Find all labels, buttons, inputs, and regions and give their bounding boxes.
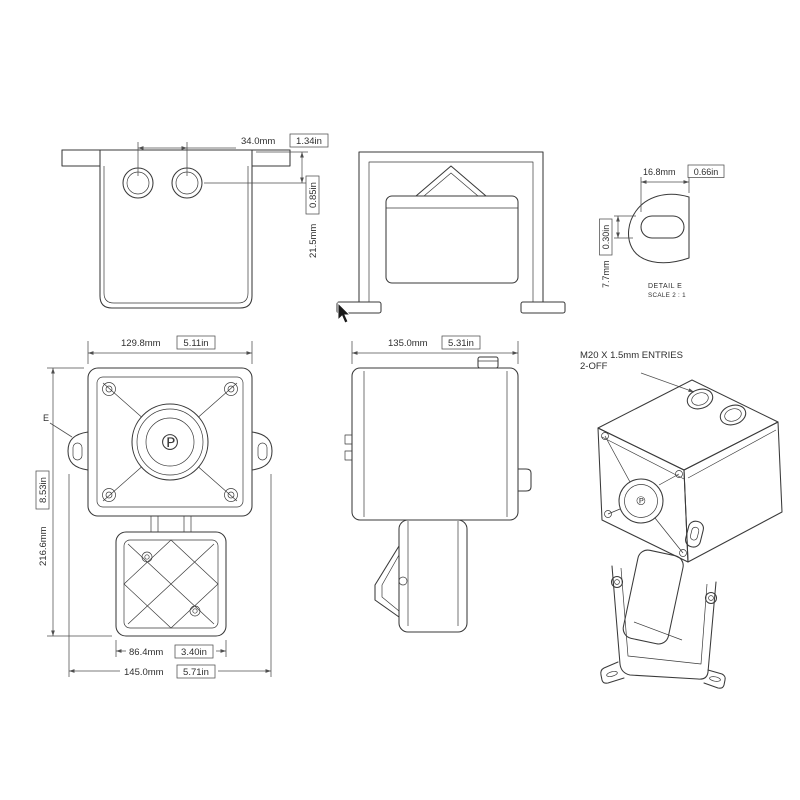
lens-clip (344, 450, 353, 461)
dim-mm-label: 129.8mm (121, 338, 161, 349)
dim-overall-height: 216.6mm 8.53in (35, 367, 112, 637)
detail-ref-label: E (43, 413, 49, 423)
detail-scale: SCALE 2 : 1 (648, 292, 686, 299)
dim-inch-label: 1.34in (296, 136, 322, 147)
dim-depth: 135.0mm 5.31in (351, 335, 519, 364)
rear-view (336, 151, 566, 314)
lens-screws (102, 382, 238, 502)
dim-overall-width: 145.0mm 5.71in (68, 474, 272, 679)
cable-gland-side (477, 356, 499, 369)
e2s-logo-mark: ℗ (635, 494, 647, 508)
dim-tab-width: 16.8mm 0.66in (640, 164, 725, 212)
dim-mm-label: 86.4mm (129, 647, 163, 658)
dim-body-width: 129.8mm 5.11in (87, 335, 253, 364)
dim-inch-box (441, 335, 481, 350)
dim-mm-label: 16.8mm (643, 167, 676, 177)
mounting-tab-right (251, 431, 273, 471)
unit-body-rear (385, 165, 519, 284)
dim-inch-box (176, 664, 216, 679)
isometric-view: M20 X 1.5mm ENTRIES 2-OFF ℗ (580, 350, 783, 689)
dim-inch-box (35, 470, 50, 510)
top-view-outline (61, 149, 291, 309)
mounting-tab-side (517, 468, 532, 492)
horn-front (115, 531, 227, 637)
iso-bracket (600, 565, 726, 689)
dim-inch-label: 0.85in (308, 182, 319, 208)
lens-clip (344, 434, 353, 445)
dim-slot-width: 7.7mm 0.30in (599, 215, 636, 288)
dim-mm-label: 21.5mm (308, 224, 319, 258)
bracket-foot-left (600, 661, 625, 684)
dim-mm-label: 7.7mm (601, 260, 611, 288)
mounting-tab-detail (627, 193, 690, 264)
leader-line (640, 372, 695, 393)
top-view: 34.0mm 1.34in 21.5mm 0.85in (61, 133, 329, 309)
dim-inch-box (289, 133, 329, 148)
iso-mounting-tab (685, 520, 704, 548)
front-view: ℗ E (35, 335, 273, 679)
entries-note-line1: M20 X 1.5mm ENTRIES (580, 350, 683, 361)
dim-mm-label: 34.0mm (241, 136, 275, 147)
dim-mm-label: 216.6mm (38, 526, 49, 566)
dim-inch-box (599, 218, 613, 256)
iso-note: M20 X 1.5mm ENTRIES 2-OFF (580, 350, 695, 393)
dim-inch-label: 3.40in (181, 647, 207, 658)
dim-entry-spacing: 34.0mm 1.34in (137, 133, 329, 176)
dim-inch-box (176, 335, 216, 350)
dim-entry-offset: 21.5mm 0.85in (204, 151, 320, 258)
detail-e-view: 16.8mm 0.66in 7.7mm 0.30in DETAIL E SCAL… (599, 164, 725, 299)
dim-inch-box (174, 644, 214, 659)
horn-side (374, 519, 468, 633)
dim-inch-label: 5.11in (183, 338, 208, 349)
dim-inch-box (305, 175, 320, 215)
beacon-lens: ℗ (131, 403, 209, 481)
dim-inch-label: 5.31in (448, 338, 474, 349)
entries-note-line2: 2-OFF (580, 361, 608, 372)
dim-inch-label: 0.30in (601, 225, 611, 250)
detail-title: DETAIL E (648, 283, 682, 290)
mounting-bracket (336, 151, 566, 314)
dim-inch-label: 8.53in (38, 477, 49, 503)
beacon-body (87, 367, 253, 517)
tab-slot (640, 215, 685, 239)
dim-mm-label: 135.0mm (388, 338, 428, 349)
mouse-cursor[interactable] (337, 301, 352, 324)
detail-e-callout: E (43, 413, 73, 438)
iso-horn (622, 549, 684, 645)
dim-horn-width: 86.4mm 3.40in (115, 640, 227, 659)
body-side (344, 356, 532, 521)
iso-lens: ℗ (601, 432, 687, 557)
dim-mm-label: 145.0mm (124, 667, 164, 678)
mounting-tab-left (67, 431, 89, 471)
cable-gland-dome (686, 388, 714, 410)
cable-gland-dome (719, 404, 747, 426)
cursor-arrow-icon (337, 301, 352, 324)
bracket-screw (398, 576, 408, 586)
side-view: 135.0mm 5.31in (344, 335, 532, 633)
dim-inch-label: 5.71in (183, 667, 209, 678)
bracket-foot-right (703, 669, 726, 689)
dim-inch-box (687, 164, 725, 178)
dim-inch-label: 0.66in (694, 167, 719, 177)
e2s-logo-mark: ℗ (159, 431, 181, 456)
iso-body (597, 379, 783, 563)
horn-neck (150, 516, 192, 532)
